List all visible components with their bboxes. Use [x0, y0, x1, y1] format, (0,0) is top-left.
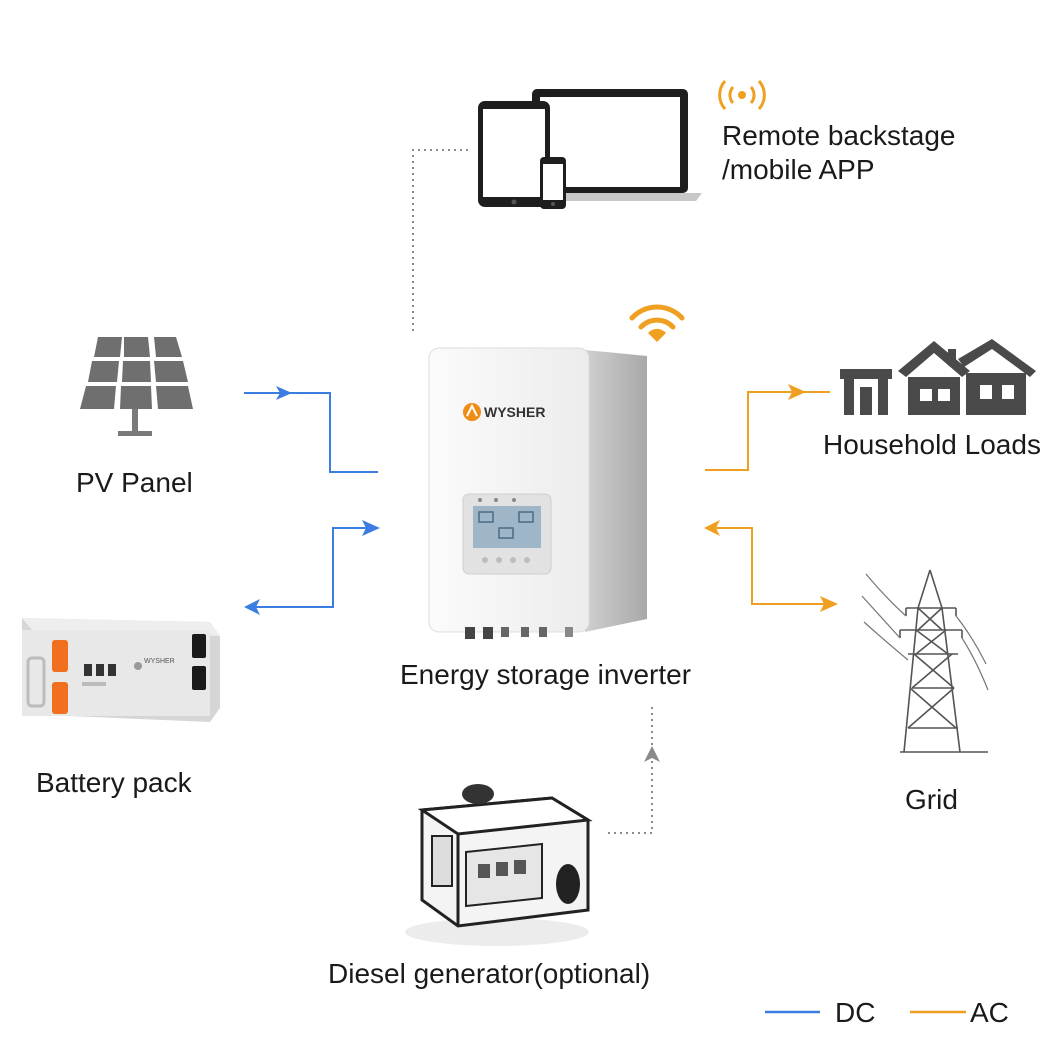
household-ac-line [705, 384, 830, 471]
grid-ac-line [704, 520, 838, 612]
remote-label-line2: /mobile APP [722, 154, 875, 185]
legend-dc-label: DC [835, 997, 876, 1028]
generator-dotted-link [608, 705, 660, 834]
remote-dotted-link [412, 149, 468, 335]
inverter-image [428, 347, 647, 639]
battery-pack-image [22, 618, 220, 722]
inverter-logo-text: WYSHER [484, 404, 546, 420]
wifi-icon [629, 304, 685, 342]
battery-pack-label: Battery pack [36, 767, 192, 798]
pv-dc-line [244, 386, 378, 473]
generator-image [405, 784, 593, 946]
grid-label: Grid [905, 784, 958, 815]
household-loads-label: Household Loads [823, 429, 1041, 460]
remote-label-line1: Remote backstage [722, 120, 956, 151]
solar-panel-icon [80, 337, 193, 436]
generator-label: Diesel generator(optional) [328, 958, 651, 989]
signal-broadcast-icon [718, 80, 766, 110]
legend-ac-label: AC [970, 997, 1009, 1028]
battery-dc-line [244, 520, 380, 615]
remote-devices-image [478, 89, 702, 209]
inverter-label: Energy storage inverter [400, 659, 692, 690]
house-icon [840, 339, 1036, 415]
battery-logo-text: WYSHER [144, 658, 175, 665]
power-tower-icon [861, 569, 989, 753]
pv-panel-label: PV Panel [76, 467, 193, 498]
